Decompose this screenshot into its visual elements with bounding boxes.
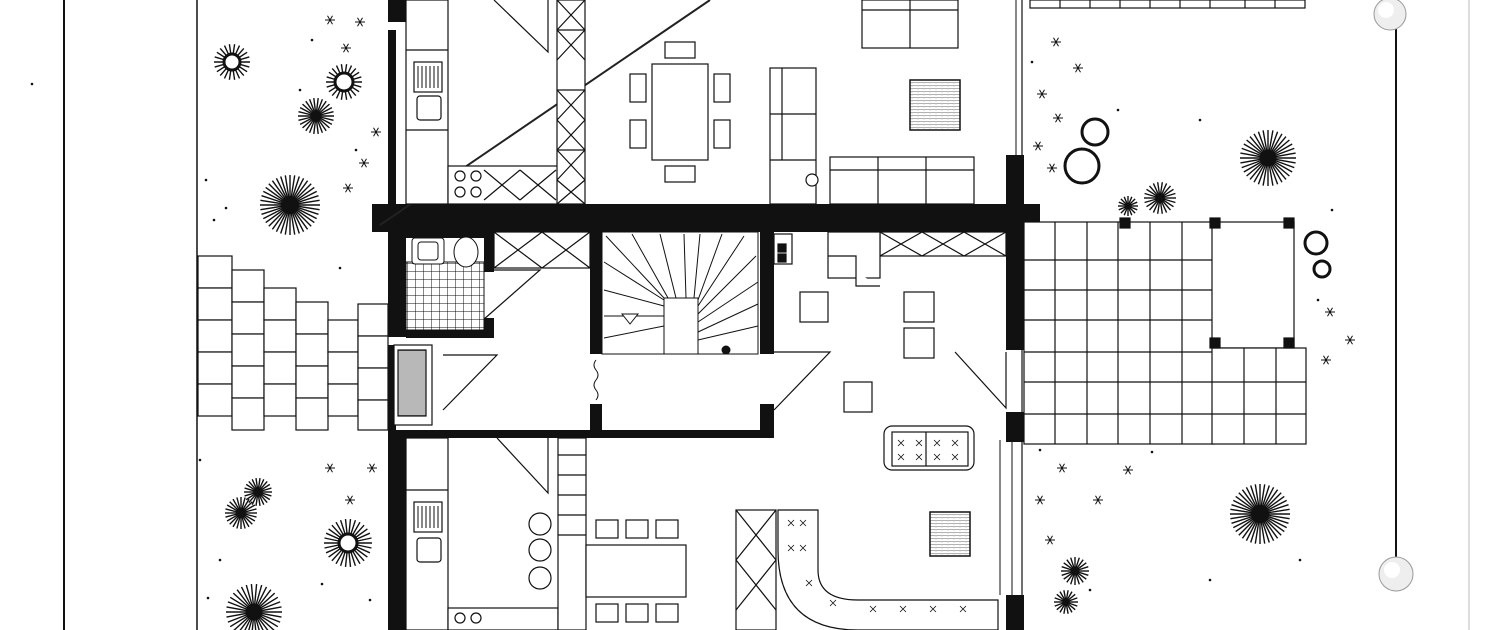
terrace-right bbox=[1023, 217, 1307, 445]
ground-dot bbox=[218, 558, 222, 562]
shrub-icon bbox=[1051, 37, 1061, 47]
shrub-icon bbox=[1035, 495, 1045, 505]
kitchen-lower bbox=[405, 437, 687, 630]
sheet-frame bbox=[63, 0, 1470, 630]
side-table bbox=[929, 511, 971, 557]
shrub-icon bbox=[355, 17, 365, 27]
ground-dot bbox=[1038, 448, 1042, 452]
curtain-line bbox=[593, 359, 599, 401]
tree-icon bbox=[1054, 590, 1078, 614]
wardrobe bbox=[493, 231, 1007, 269]
paving-left bbox=[197, 255, 389, 431]
shrub-icon bbox=[1073, 63, 1083, 73]
ground-dot bbox=[30, 82, 34, 86]
ground-dot bbox=[310, 38, 314, 42]
shrub-icon bbox=[367, 463, 377, 473]
ground-dot bbox=[1298, 558, 1302, 562]
ground-dot bbox=[1330, 208, 1334, 212]
shrub-icon bbox=[1321, 355, 1331, 365]
coffee-table bbox=[909, 79, 961, 131]
ground-dot bbox=[1088, 588, 1092, 592]
tree-icon bbox=[298, 98, 334, 134]
shrub-icon bbox=[1312, 259, 1332, 279]
shrub-icon bbox=[1093, 495, 1103, 505]
ground-dot bbox=[368, 598, 372, 602]
facade-window bbox=[999, 0, 1017, 595]
staircase-icon bbox=[601, 231, 759, 355]
toilet-icon bbox=[453, 236, 479, 268]
ground-dot bbox=[298, 88, 302, 92]
tree-icon bbox=[1240, 130, 1296, 186]
tree-icon bbox=[1230, 484, 1290, 544]
tree-icon bbox=[225, 497, 257, 529]
ground-dot bbox=[1030, 60, 1034, 64]
shrub-icon bbox=[1303, 230, 1329, 256]
shrub-icon bbox=[345, 495, 355, 505]
tree-icon bbox=[260, 175, 320, 235]
ground-dot bbox=[1150, 450, 1154, 454]
ground-dot bbox=[1316, 298, 1320, 302]
shrub-icon bbox=[222, 52, 242, 72]
tree-icon bbox=[1118, 196, 1138, 216]
sofa-icon bbox=[769, 0, 975, 205]
paving-top bbox=[1029, 0, 1306, 9]
kitchen-upper bbox=[405, 0, 586, 205]
shrub-icon bbox=[371, 127, 381, 137]
shrub-icon bbox=[337, 532, 359, 554]
shrub-icon bbox=[325, 463, 335, 473]
shrub-icon bbox=[1057, 463, 1067, 473]
shrub-icon bbox=[1053, 113, 1063, 123]
shrub-icon bbox=[1037, 89, 1047, 99]
tree-icon bbox=[1061, 557, 1089, 585]
ground-dot bbox=[320, 582, 324, 586]
ground-dot bbox=[1208, 578, 1212, 582]
shrub-icon bbox=[1325, 307, 1335, 317]
shrub-icon bbox=[1033, 141, 1043, 151]
ground-dot bbox=[354, 148, 358, 152]
ground-dot bbox=[204, 178, 208, 182]
shrub-icon bbox=[325, 15, 335, 25]
shrub-icon bbox=[1063, 147, 1101, 185]
hallway bbox=[393, 233, 793, 426]
shrub-icon bbox=[343, 183, 353, 193]
sink-icon bbox=[413, 61, 443, 121]
shrub-icon bbox=[359, 158, 369, 168]
bathroom bbox=[405, 236, 485, 331]
tree-icon bbox=[244, 478, 272, 506]
ground-dot bbox=[198, 458, 202, 462]
dining-table-icon bbox=[629, 41, 731, 183]
ground-dot bbox=[206, 596, 210, 600]
pin-icon[interactable] bbox=[1373, 0, 1414, 592]
shrub-icon bbox=[341, 43, 351, 53]
ground-dot bbox=[1198, 118, 1202, 122]
shrub-icon bbox=[333, 71, 355, 93]
ground-dot bbox=[1116, 108, 1120, 112]
shrub-icon bbox=[1123, 465, 1133, 475]
shrub-icon bbox=[1045, 535, 1055, 545]
walls bbox=[372, 0, 1040, 630]
corner-sofa bbox=[735, 509, 999, 630]
stove-icon bbox=[454, 170, 482, 198]
ground-dot bbox=[212, 218, 216, 222]
shrub-icon bbox=[1080, 117, 1110, 147]
ground-dot bbox=[224, 206, 228, 210]
shrub-icon bbox=[1345, 335, 1355, 345]
tree-icon bbox=[1144, 182, 1176, 214]
shrub-icon bbox=[1047, 163, 1057, 173]
living-lower bbox=[799, 231, 975, 471]
ground-dot bbox=[338, 266, 342, 270]
tree-icon bbox=[226, 584, 282, 630]
landscape-plants bbox=[30, 15, 1355, 630]
